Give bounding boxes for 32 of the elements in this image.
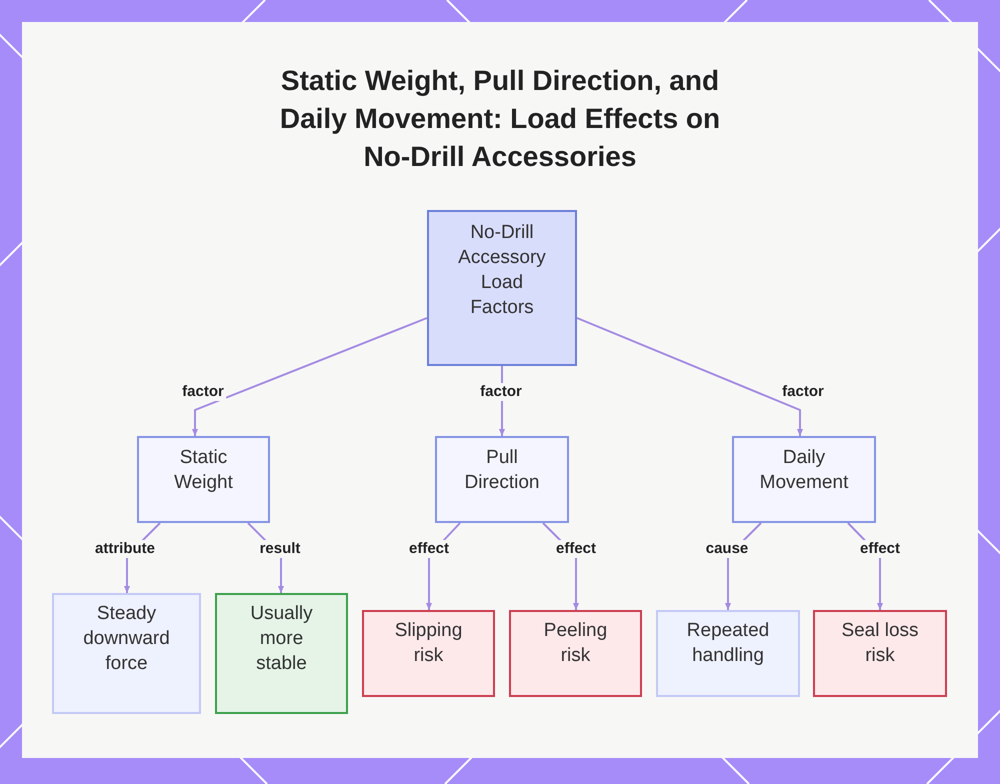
edge-label: factor [780,383,826,401]
edge-label: factor [180,383,226,401]
connector-arrow [192,317,428,436]
process-box [435,436,569,523]
edge-label: cause [704,540,750,558]
process-box [52,593,201,714]
process-box [509,610,642,697]
edge-label: effect [858,540,902,558]
edge-label: factor [478,383,524,401]
node-text: Repeated handling [686,619,770,668]
edge-label: effect [407,540,451,558]
process-box [137,436,270,523]
node-text: Pull Direction [464,446,540,495]
process-box [427,210,577,366]
edge-label: result [258,540,302,558]
diagram-title: Static Weight, Pull Direction, and Daily Movement: Load Effects on No-Drill Accessories [278,64,722,174]
node-text: Steady downward force [82,602,171,676]
process-box [362,610,495,697]
node-text: Static Weight [173,446,234,495]
process-box [215,593,348,714]
edge-label: effect [554,540,598,558]
edge-label: attribute [93,540,157,558]
node-text: Daily Movement [758,446,850,495]
process-box [656,610,800,697]
node-text: Slipping risk [394,619,464,668]
node-text: Seal loss risk [840,619,920,668]
node-text: Peeling risk [542,619,608,668]
process-box [732,436,876,523]
node-text: Usually more stable [249,602,314,676]
process-box [813,610,947,697]
node-text: No-Drill Accessory Load Factors [457,221,547,320]
connector-arrow [576,317,804,436]
